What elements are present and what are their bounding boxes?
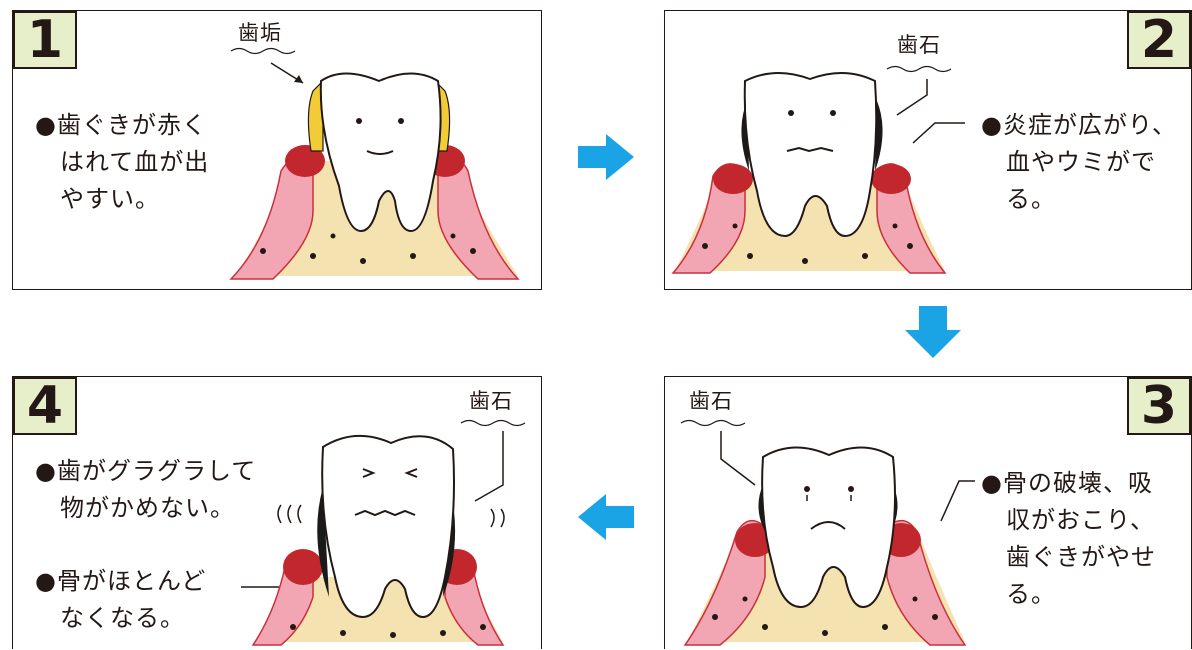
tooth-illustration-4 <box>13 377 543 650</box>
tooth-illustration-2 <box>665 11 1192 291</box>
stage-2-panel: 2 歯石 ●炎症が広がり、 血やウミがで る。 <box>664 10 1192 290</box>
arrow-right-icon <box>578 134 634 180</box>
stage-3-panel: 3 歯石 ●骨の破壊、吸 収がおこり、 歯ぐきがやせ る。 <box>664 376 1192 649</box>
tooth-illustration-1 <box>13 11 543 291</box>
tooth-illustration-3 <box>665 377 1192 650</box>
arrow-left-icon <box>578 494 634 540</box>
stage-4-panel: 4 歯石 ●歯がグラグラして 物がかめない。 ●骨がほとんど なくなる。 <box>12 376 542 649</box>
arrow-down-icon <box>905 306 961 358</box>
stage-1-panel: 1 歯垢 ●歯ぐきが赤く はれて血が出 やすい。 <box>12 10 542 290</box>
